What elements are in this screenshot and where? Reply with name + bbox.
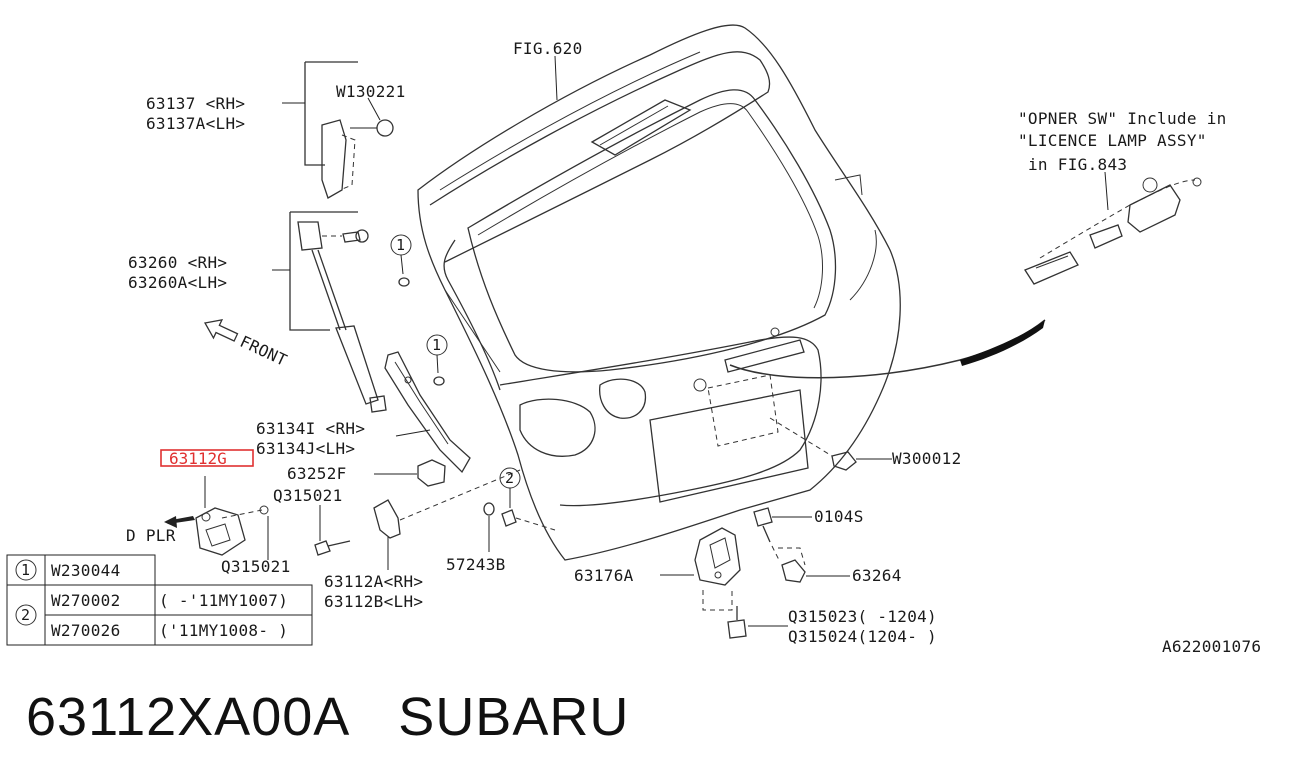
legend-note-3: ('11MY1008- ) xyxy=(159,621,288,640)
label-w130221: W130221 xyxy=(336,82,406,101)
label-63112A: 63112A<RH> xyxy=(324,572,423,591)
legend-part-1: W230044 xyxy=(51,561,121,580)
legend-note-2: ( -'11MY1007) xyxy=(159,591,288,610)
clip-W300012-drawing xyxy=(769,417,892,471)
label-w300012: W300012 xyxy=(892,449,962,468)
note-line-1: "OPNER SW" Include in xyxy=(1018,109,1227,128)
label-63260A: 63260A<LH> xyxy=(128,273,227,292)
licence-lamp-drawing xyxy=(1024,171,1202,285)
front-arrow: FRONT xyxy=(203,318,290,370)
label-63134J: 63134J<LH> xyxy=(256,439,355,458)
callout-markers xyxy=(390,234,521,508)
trim-63134-drawing xyxy=(384,351,471,474)
grommet-57243B-drawing xyxy=(483,502,556,552)
label-q315021-upper: Q315021 xyxy=(273,486,343,505)
legend-part-2: W270002 xyxy=(51,591,121,610)
caption-brand: SUBARU xyxy=(398,687,630,747)
highlight-box xyxy=(160,449,254,467)
label-63176A: 63176A xyxy=(574,566,634,585)
note-line-2: "LICENCE LAMP ASSY" xyxy=(1018,131,1207,150)
label-63252F: 63252F xyxy=(287,464,347,483)
legend-ref-2: 2 xyxy=(21,606,30,624)
diagram-id: A622001076 xyxy=(1162,637,1261,656)
bolt-Q315023-drawing xyxy=(727,606,788,639)
part-caption: 63112XA00A SUBARU xyxy=(26,686,629,748)
legend-part-3: W270026 xyxy=(51,621,121,640)
label-q315021-lower: Q315021 xyxy=(221,557,291,576)
caption-part-number: 63112XA00A xyxy=(26,687,351,747)
front-label: FRONT xyxy=(237,332,290,370)
legend-ref-1: 1 xyxy=(21,561,30,579)
legend-table: 1 W230044 2 W270002 ( -'11MY1007) W27002… xyxy=(6,554,313,646)
label-63112B: 63112B<LH> xyxy=(324,592,423,611)
label-0104S: 0104S xyxy=(814,507,864,526)
label-63137: 63137 <RH> xyxy=(146,94,245,113)
tailgate-drawing xyxy=(417,24,1046,561)
label-63112G[interactable]: 63112G xyxy=(169,449,227,468)
bracket-63137-drawing xyxy=(304,61,394,199)
bumper-63252F-drawing xyxy=(374,459,446,487)
striker-63112G-drawing xyxy=(164,476,269,560)
bolt-0104S-drawing xyxy=(753,507,850,583)
label-63137A: 63137A<LH> xyxy=(146,114,245,133)
label-57243B: 57243B xyxy=(446,555,506,574)
note-line-3: in FIG.843 xyxy=(1028,155,1127,174)
leader-lines xyxy=(272,55,558,437)
label-d-plr: D PLR xyxy=(126,526,176,545)
label-63264: 63264 xyxy=(852,566,902,585)
latch-63176A-drawing xyxy=(660,527,741,611)
label-q315023: Q315023( -1204) xyxy=(788,607,937,626)
label-63260: 63260 <RH> xyxy=(128,253,227,272)
gas-strut-63260-drawing xyxy=(289,211,387,413)
label-63134I: 63134I <RH> xyxy=(256,419,365,438)
label-q315024: Q315024(1204- ) xyxy=(788,627,937,646)
callout-1-upper: 1 xyxy=(396,236,405,254)
callout-2: 2 xyxy=(505,469,514,487)
callout-1-lower: 1 xyxy=(432,336,441,354)
figure-reference: FIG.620 xyxy=(513,39,583,58)
